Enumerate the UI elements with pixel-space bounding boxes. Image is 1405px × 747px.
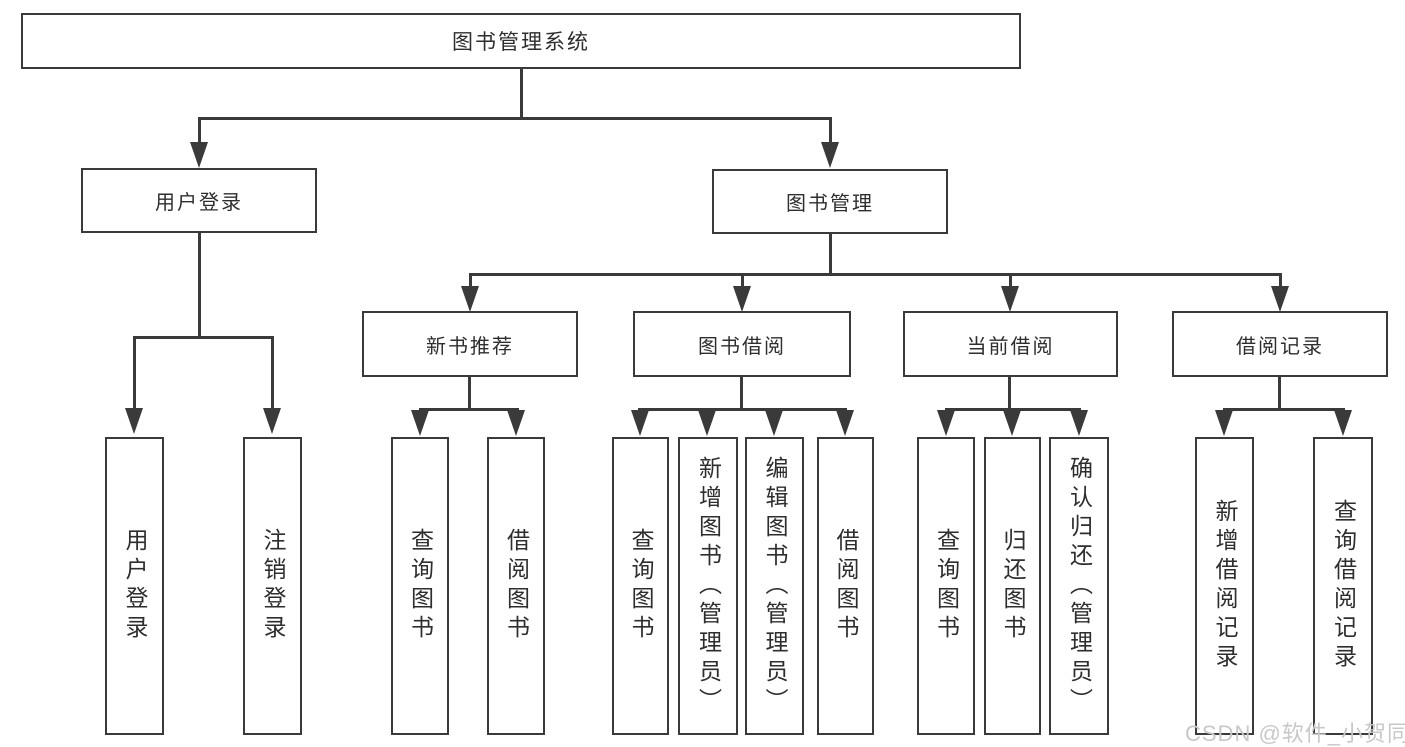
node-book-management-label: 图书管理 (786, 193, 874, 215)
connector-book-mgmt-stem (829, 232, 832, 273)
leaf-user-login-label: 用户登录 (122, 528, 148, 644)
arrow-down-icon (1070, 410, 1088, 436)
arrow-down-icon (733, 286, 751, 312)
node-user-login-label: 用户登录 (155, 192, 243, 214)
node-book-borrow-label: 图书借阅 (698, 335, 786, 358)
connector-root-stem (520, 68, 523, 118)
arrow-down-icon (461, 286, 479, 312)
node-current-borrow-label: 当前借阅 (966, 335, 1055, 358)
leaf-borrow-edit-book: 编辑图书（管理员） (745, 437, 804, 735)
watermark-text: CSDN @软件_小贺同学 (1185, 721, 1405, 746)
arrow-down-icon (631, 410, 649, 436)
leaf-borrow-edit-book-label: 编辑图书（管理员） (762, 455, 788, 717)
arrow-down-icon (1271, 286, 1289, 312)
arrow-down-icon (821, 142, 839, 168)
connector-recommend-branch (419, 408, 519, 411)
connector-current-branch (945, 408, 1081, 411)
connector-drop (1279, 273, 1282, 287)
connector-drop (1009, 273, 1012, 287)
connector-record-branch (1223, 408, 1345, 411)
leaf-recommend-borrow-book-label: 借阅图书 (503, 528, 530, 644)
arrow-down-icon (698, 410, 716, 436)
connector-user-login-stem (198, 231, 201, 336)
node-root-label: 图书管理系统 (452, 31, 590, 54)
connector-drop (133, 336, 136, 410)
node-new-book-recommend-label: 新书推荐 (426, 335, 514, 358)
leaf-current-return-book: 归还图书 (984, 437, 1041, 735)
leaf-current-query-book-label: 查询图书 (933, 528, 960, 644)
connector-borrow-stem (740, 377, 743, 408)
leaf-borrow-borrow-book: 借阅图书 (817, 437, 874, 735)
node-current-borrow: 当前借阅 (903, 311, 1118, 377)
arrow-down-icon (411, 410, 429, 436)
connector-recommend-stem (468, 377, 471, 408)
leaf-borrow-query-book: 查询图书 (612, 437, 669, 735)
connector-user-login-branch (133, 336, 274, 339)
leaf-record-query: 查询借阅记录 (1313, 437, 1373, 735)
leaf-borrow-borrow-book-label: 借阅图书 (833, 528, 859, 644)
connector-drop (829, 117, 832, 144)
connector-drop (198, 117, 201, 144)
arrow-down-icon (125, 408, 143, 434)
arrow-down-icon (765, 410, 783, 436)
arrow-down-icon (1001, 286, 1019, 312)
connector-record-stem (1278, 377, 1281, 408)
arrow-down-icon (1215, 410, 1233, 436)
connector-drop (741, 273, 744, 287)
node-user-login: 用户登录 (81, 168, 317, 233)
node-book-borrow: 图书借阅 (633, 311, 851, 377)
leaf-record-query-label: 查询借阅记录 (1330, 499, 1357, 673)
connector-level2-branch (198, 117, 832, 120)
leaf-record-add: 新增借阅记录 (1195, 437, 1254, 735)
arrow-down-icon (507, 410, 525, 436)
connector-level3-branch (469, 273, 1282, 276)
node-borrow-record-label: 借阅记录 (1236, 335, 1324, 358)
leaf-current-confirm-return: 确认归还（管理员） (1049, 437, 1109, 735)
arrow-down-icon (263, 408, 281, 434)
arrow-down-icon (937, 410, 955, 436)
leaf-logout-login-label: 注销登录 (260, 528, 286, 644)
connector-drop (271, 336, 274, 410)
node-book-management: 图书管理 (712, 169, 948, 234)
leaf-current-return-book-label: 归还图书 (1000, 528, 1026, 644)
arrow-down-icon (836, 410, 854, 436)
node-borrow-record: 借阅记录 (1172, 311, 1388, 377)
leaf-current-confirm-return-label: 确认归还（管理员） (1066, 455, 1093, 717)
leaf-record-add-label: 新增借阅记录 (1212, 499, 1238, 673)
leaf-recommend-query-book-label: 查询图书 (407, 528, 434, 644)
leaf-borrow-query-book-label: 查询图书 (628, 528, 654, 644)
leaf-borrow-add-book: 新增图书（管理员） (678, 437, 738, 735)
leaf-borrow-add-book-label: 新增图书（管理员） (695, 455, 722, 717)
connector-current-stem (1008, 377, 1011, 408)
connector-borrow-branch (638, 408, 847, 411)
leaf-current-query-book: 查询图书 (917, 437, 975, 735)
leaf-recommend-query-book: 查询图书 (391, 437, 449, 735)
leaf-recommend-borrow-book: 借阅图书 (487, 437, 545, 735)
connector-drop (469, 273, 472, 287)
leaf-logout-login: 注销登录 (243, 437, 302, 735)
node-root: 图书管理系统 (21, 13, 1021, 69)
arrow-down-icon (1334, 410, 1352, 436)
leaf-user-login: 用户登录 (105, 437, 164, 735)
node-new-book-recommend: 新书推荐 (362, 311, 578, 377)
arrow-down-icon (1003, 410, 1021, 436)
arrow-down-icon (190, 142, 208, 168)
